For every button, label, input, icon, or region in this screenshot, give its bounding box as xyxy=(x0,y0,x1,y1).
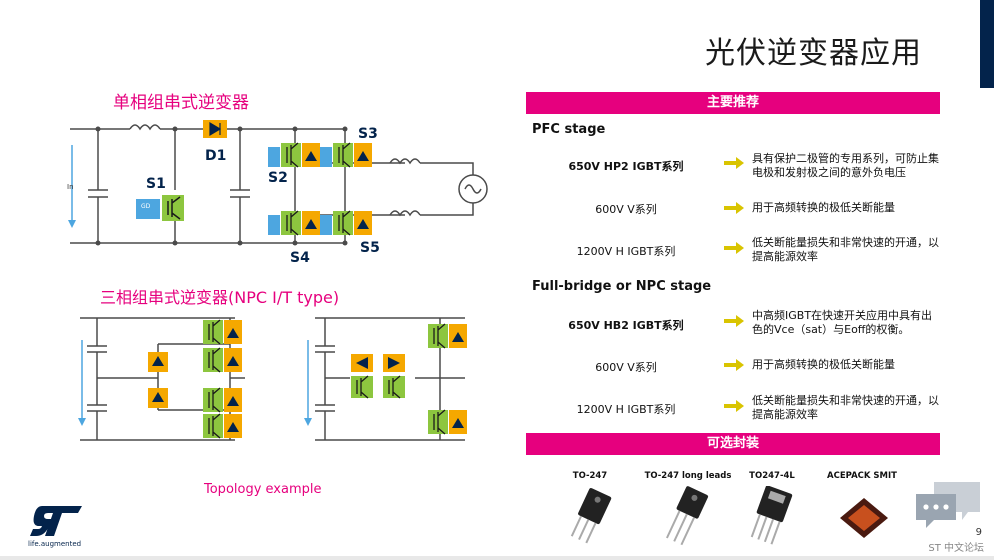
st-logo-icon xyxy=(30,506,82,536)
pfc-desc-2: 用于高频转换的极低关断能量 xyxy=(752,201,895,214)
pfc-product-2: 600V V系列 xyxy=(595,203,657,216)
pfc-product-3: 1200V H IGBT系列 xyxy=(576,245,676,258)
arrow-icon xyxy=(724,315,744,327)
fb-desc-1: 中高频IGBT在快速开关应用中具有出色的Vce（sat）与Eoff的权衡。 xyxy=(752,309,933,336)
pfc-desc-3: 低关断能量损失和非常快速的开通，以提高能源效率 xyxy=(752,236,939,263)
main-recommend-band: 主要推荐 xyxy=(526,92,940,114)
arrow-icon xyxy=(724,157,744,169)
three-phase-npc-diagram xyxy=(78,317,467,441)
three-phase-title: 三相组串式逆变器(NPC I/T type) xyxy=(100,288,340,307)
fb-stage-heading: Full-bridge or NPC stage xyxy=(532,279,712,294)
label-s3: S3 xyxy=(358,126,378,142)
forum-watermark: ST 中文论坛 xyxy=(928,543,984,554)
package-label-to247: TO-247 xyxy=(572,471,608,481)
pfc-product-1: 650V HP2 IGBT系列 xyxy=(568,160,684,173)
accent-bar xyxy=(980,0,994,88)
label-s1: S1 xyxy=(146,176,166,192)
package-label-to247-long: TO-247 long leads xyxy=(644,471,732,481)
fb-product-3: 1200V H IGBT系列 xyxy=(576,403,676,416)
label-s5: S5 xyxy=(360,240,380,256)
optional-packages-band: 可选封装 xyxy=(526,433,940,455)
label-d1: D1 xyxy=(205,148,227,164)
label-gd: GD xyxy=(141,203,151,210)
arrow-icon xyxy=(724,359,744,371)
chat-bubble-icon xyxy=(916,482,980,528)
label-s4: S4 xyxy=(290,250,310,266)
fb-desc-2: 用于高频转换的极低关断能量 xyxy=(752,358,895,371)
package-label-acepack: ACEPACK SMIT xyxy=(827,471,897,481)
pfc-desc-1: 具有保护二极管的专用系列，可防止集电极和发射极之间的意外负电压 xyxy=(752,152,939,179)
to247-package-icon xyxy=(570,488,612,544)
single-phase-title: 单相组串式逆变器 xyxy=(113,93,249,113)
fb-product-1: 650V HB2 IGBT系列 xyxy=(568,319,684,332)
page-title: 光伏逆变器应用 xyxy=(705,36,922,71)
page-number: 9 xyxy=(975,527,982,538)
topology-caption: Topology example xyxy=(204,482,322,497)
arrow-icon xyxy=(724,202,744,214)
arrow-icon xyxy=(724,400,744,412)
pfc-stage-heading: PFC stage xyxy=(532,122,606,137)
acepack-smit-package-icon xyxy=(840,498,888,538)
label-in: In xyxy=(67,183,74,191)
label-s2: S2 xyxy=(268,170,288,186)
fb-product-2: 600V V系列 xyxy=(595,361,657,374)
to247-4l-package-icon xyxy=(750,486,793,545)
package-label-to247-4l: TO247-4L xyxy=(749,471,795,481)
arrow-icon xyxy=(724,242,744,254)
single-phase-inverter-diagram xyxy=(68,120,488,246)
to247-long-package-icon xyxy=(666,486,709,546)
footer-line xyxy=(0,556,994,560)
tagline: life.augmented xyxy=(28,540,82,548)
fb-desc-3: 低关断能量损失和非常快速的开通，以提高能源效率 xyxy=(752,394,939,421)
